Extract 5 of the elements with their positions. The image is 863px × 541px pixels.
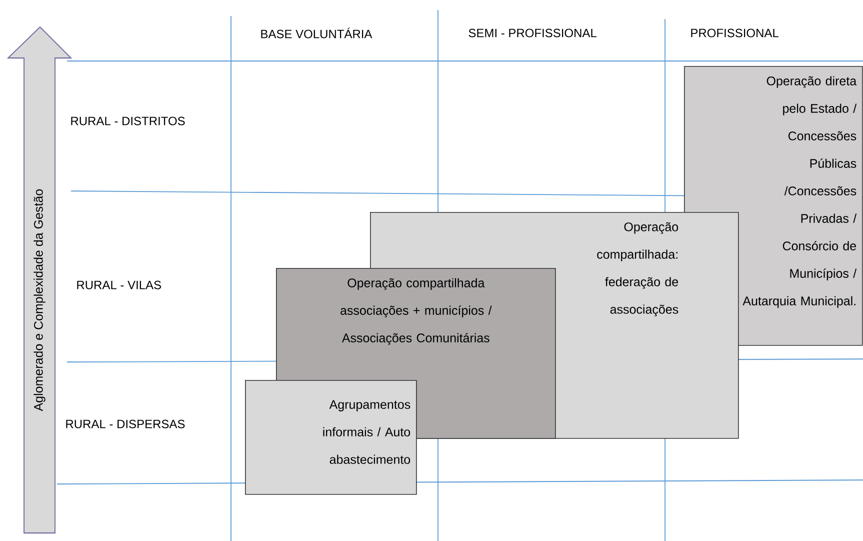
- column-header: SEMI - PROFISSIONAL: [468, 28, 596, 38]
- column-header: BASE VOLUNTÁRIA: [261, 28, 372, 38]
- text-box: Agrupamentos informais / Auto abastecimento: [245, 380, 417, 495]
- row-label: RURAL - DISTRITOS: [71, 116, 185, 126]
- column-header: PROFISSIONAL: [691, 28, 778, 38]
